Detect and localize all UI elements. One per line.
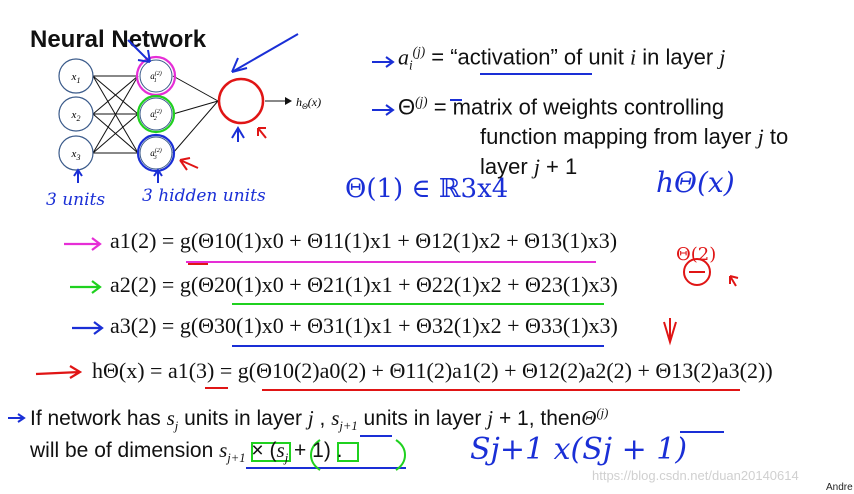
hidden-layer: a(2)1 a(2)2 a(2)3 <box>135 55 177 173</box>
page-title: Neural Network <box>30 26 207 53</box>
input-label-x1: x1 <box>71 71 81 85</box>
theta-definition-line2: function mapping from layer j to <box>480 124 789 149</box>
theta-dimension-annotation: Θ(1) ∈ ℝ3x4 <box>345 174 509 204</box>
input-layer: x1 x2 x3 <box>58 58 94 171</box>
theta2-annotation: Θ(2) <box>676 244 717 265</box>
dimension-statement-line2: will be of dimension sj+1 × (sj + 1) . <box>30 438 343 466</box>
equation-output: hΘ(x) = a1(3) = g(Θ10(2)a0(2) + Θ11(2)a1… <box>92 358 773 383</box>
input-node-x2 <box>58 96 94 132</box>
theta-definition: Θ(j) = matrix of weights controlling <box>398 94 725 120</box>
input-node-x1 <box>58 58 94 94</box>
input-node-x3 <box>58 135 94 171</box>
output-node <box>217 77 265 125</box>
hidden-node-a3 <box>136 133 176 173</box>
author-credit: Andre <box>826 482 853 493</box>
input-hidden-edges <box>92 75 292 154</box>
input-label-x2: x2 <box>71 109 81 123</box>
equation-a1: a1(2) = g(Θ10(1)x0 + Θ11(1)x1 + Θ12(1)x2… <box>110 228 618 253</box>
input-label-x3: x3 <box>71 148 81 162</box>
activation-definition-text: “activation” of unit <box>450 44 624 70</box>
equation-a2: a2(2) = g(Θ20(1)x0 + Θ21(1)x1 + Θ22(1)x2… <box>110 272 618 297</box>
activation-definition: ai(j) = “activation” of unit i in layer … <box>398 44 726 73</box>
hidden-node-a2 <box>136 94 176 134</box>
output-label: hΘ(x) <box>296 95 321 111</box>
dimension-statement-line1: If network has sj units in layer j , sj+… <box>30 406 609 434</box>
watermark: https://blog.csdn.net/duan20140614 <box>592 468 799 483</box>
h-theta-annotation: hΘ(x) <box>656 166 735 199</box>
input-units-annotation: 3 units <box>46 190 106 210</box>
hidden-units-annotation: 3 hidden units <box>142 186 266 206</box>
theta-definition-line3: layer j + 1 <box>480 154 578 179</box>
equation-a3: a3(2) = g(Θ30(1)x0 + Θ31(1)x1 + Θ32(1)x2… <box>110 313 618 338</box>
dimension-handwritten-annotation: Sj+1 x(Sj + 1) <box>470 432 688 467</box>
